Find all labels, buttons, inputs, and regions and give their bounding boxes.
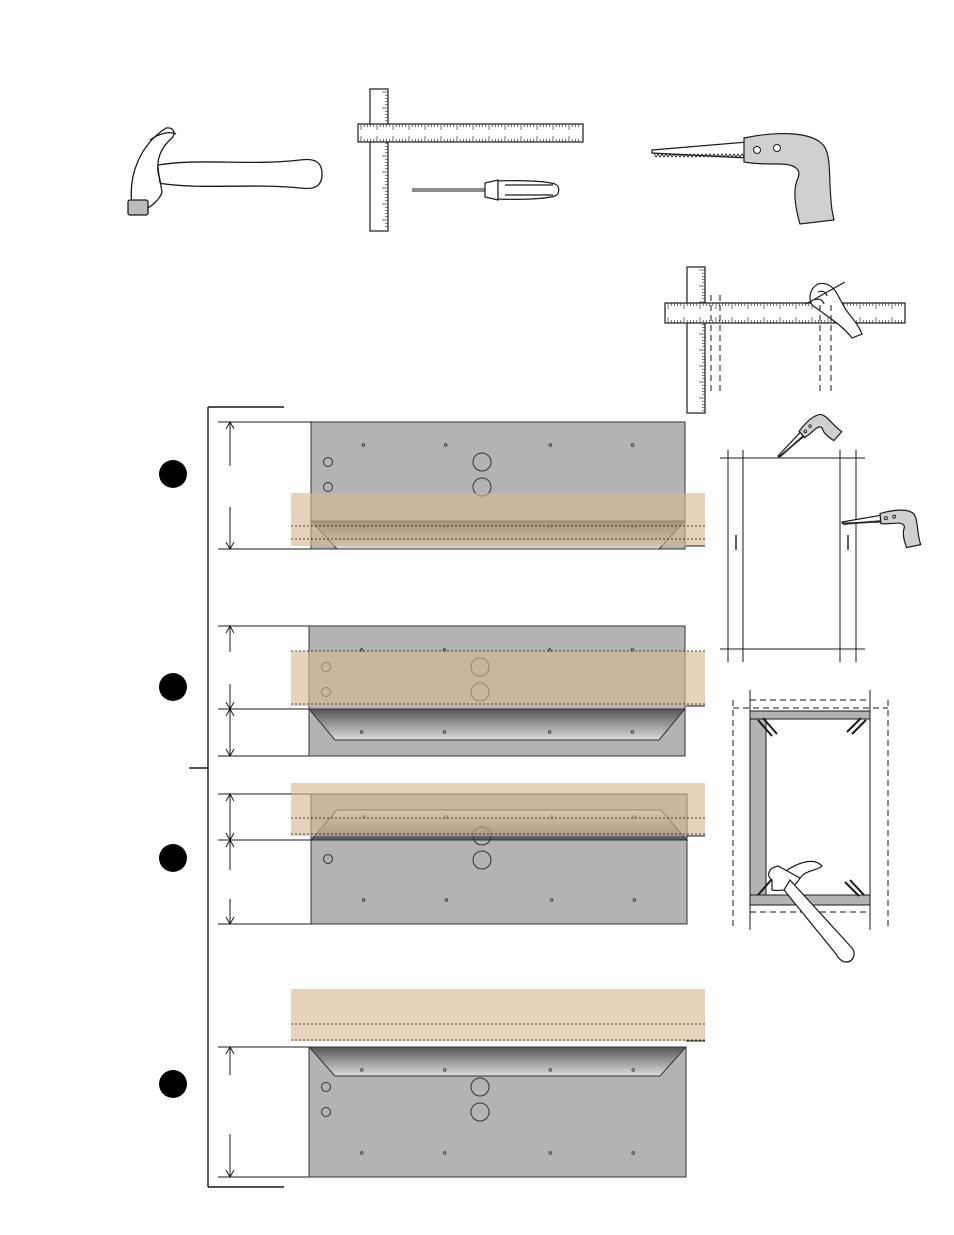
carpenter-square-icon <box>358 89 583 231</box>
step-number-dot <box>159 1070 187 1098</box>
saw-screw <box>808 424 811 427</box>
wood-stud-overlay <box>291 989 705 1041</box>
step-3-panel-group <box>159 783 705 924</box>
saw-teeth <box>779 435 804 458</box>
saw-screw <box>893 515 896 518</box>
saw-screw <box>884 517 887 520</box>
keyhole-saw-icon <box>652 134 834 224</box>
saw-screw <box>804 430 807 433</box>
step-2-panel-group <box>159 626 705 756</box>
measuring-square-icon <box>665 267 905 413</box>
panel-recess <box>309 1047 686 1076</box>
saw-screw <box>774 145 781 152</box>
dimension-gap <box>224 466 236 507</box>
wood-stud-overlay <box>291 493 705 546</box>
saw-blade <box>776 432 804 458</box>
saw-handle <box>880 508 921 549</box>
cut-opening-detail <box>720 450 865 662</box>
step-number-dot <box>159 460 187 488</box>
square-blade-horizontal <box>358 124 583 142</box>
hammer-icon <box>128 128 322 215</box>
square-blade-vertical <box>687 267 705 413</box>
step-1-panel-group <box>159 422 705 549</box>
dimension-gap <box>224 870 236 899</box>
framing-nailing-detail <box>733 690 888 930</box>
dimension-gap <box>224 1075 236 1134</box>
keyhole-saw-icon <box>841 508 920 552</box>
square-blade-vertical <box>370 89 388 231</box>
screwdriver-icon <box>412 180 559 200</box>
square-blade-horizontal <box>665 303 905 323</box>
wood-stud-overlay <box>291 651 705 706</box>
dimension-gap <box>224 652 236 684</box>
keyhole-saw-icon <box>774 409 843 475</box>
panel-recess <box>309 709 685 740</box>
step-number-dot <box>159 673 187 701</box>
step-number-dot <box>159 844 187 872</box>
steps-bracket <box>189 407 284 1187</box>
step-4-panel-group <box>159 989 705 1177</box>
wood-stud-overlay <box>291 783 705 836</box>
saw-screw <box>754 147 761 154</box>
